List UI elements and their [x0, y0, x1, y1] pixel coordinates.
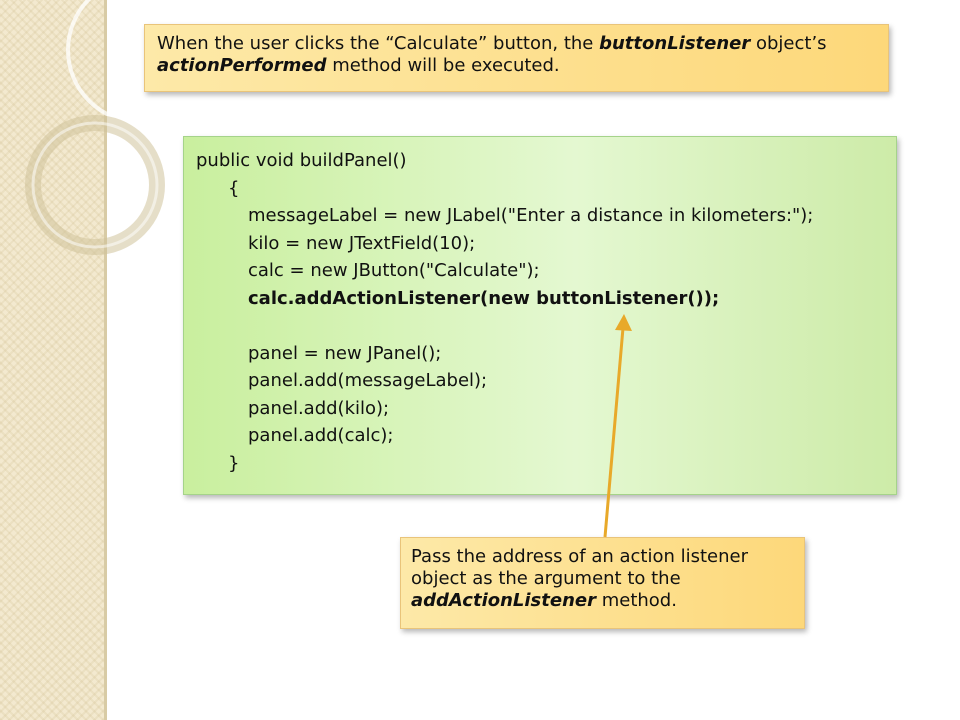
code-line: panel.add(calc);: [248, 425, 394, 446]
code-line: messageLabel = new JLabel("Enter a dista…: [248, 205, 814, 226]
code-line-highlighted: calc.addActionListener(new buttonListene…: [248, 287, 720, 309]
code-line: panel = new JPanel();: [248, 342, 442, 364]
argument-explanation-callout: Pass the address of an action listener o…: [400, 537, 805, 629]
callout-text: method.: [595, 590, 677, 611]
callout-text: Pass the address of an action listener o…: [411, 546, 749, 589]
callout-text: object’s: [750, 33, 827, 54]
code-line: panel.add(messageLabel);: [248, 370, 488, 391]
calculate-explanation-callout: When the user clicks the “Calculate” but…: [144, 24, 889, 92]
callout-text: method will be executed.: [326, 55, 560, 76]
callout-emphasis: buttonListener: [599, 33, 751, 54]
side-strip-border: [104, 0, 107, 720]
code-line: {: [228, 177, 240, 199]
callout-emphasis: addActionListener: [411, 590, 596, 611]
code-line: public void buildPanel(): [196, 150, 407, 171]
code-line-blank: [196, 312, 884, 340]
code-line: panel.add(kilo);: [248, 397, 390, 419]
callout-emphasis: actionPerformed: [157, 55, 327, 76]
callout-text: When the user clicks the “Calculate” but…: [157, 33, 600, 54]
code-line: kilo = new JTextField(10);: [248, 232, 476, 254]
code-line: }: [228, 452, 240, 474]
code-line: calc = new JButton("Calculate");: [248, 260, 540, 281]
decorative-side-strip: [0, 0, 104, 720]
code-block: public void buildPanel() { messageLabel …: [183, 136, 897, 495]
